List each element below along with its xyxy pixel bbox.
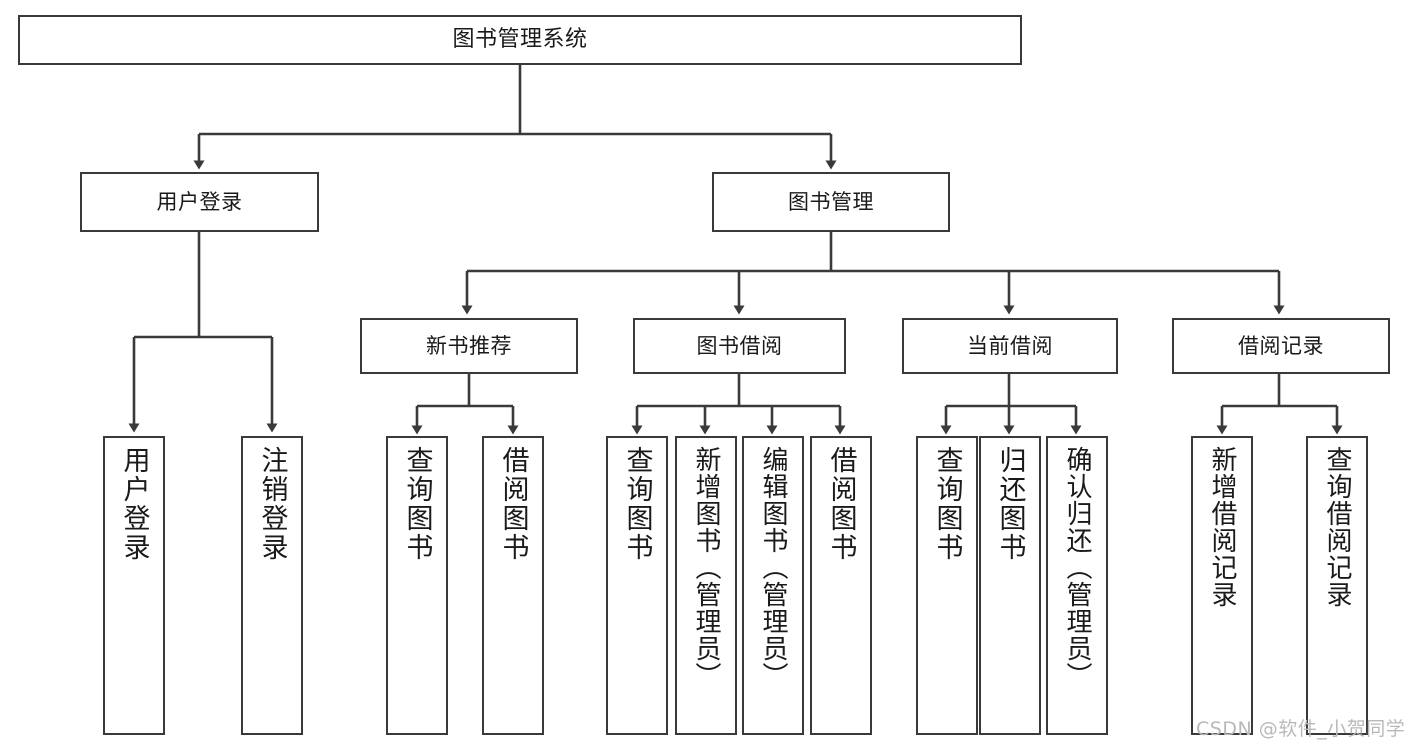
- leaf-book-borrow-add[interactable]: 新增图书（管理员）: [675, 436, 737, 735]
- node-label: 查询图书: [621, 446, 653, 562]
- node-label: 编辑图书（管理员）: [758, 446, 788, 689]
- node-label: 图书借阅: [696, 333, 783, 358]
- node-label: 确认归还（管理员）: [1062, 446, 1092, 689]
- node-label: 用户登录: [156, 189, 243, 214]
- leaf-new-book-query[interactable]: 查询图书: [386, 436, 448, 735]
- leaf-book-borrow-edit[interactable]: 编辑图书（管理员）: [742, 436, 804, 735]
- node-label: 查询图书: [401, 446, 433, 562]
- leaf-user-login-signout[interactable]: 注销登录: [241, 436, 303, 735]
- leaf-book-borrow-query[interactable]: 查询图书: [606, 436, 668, 735]
- node-label: 新增借阅记录: [1207, 446, 1237, 608]
- leaf-new-book-borrow[interactable]: 借阅图书: [482, 436, 544, 735]
- node-label: 借阅图书: [825, 446, 857, 562]
- node-label: 查询图书: [931, 446, 963, 562]
- node-label: 图书管理系统: [452, 27, 588, 53]
- node-borrow-record[interactable]: 借阅记录: [1172, 318, 1390, 374]
- node-label: 归还图书: [994, 446, 1026, 562]
- leaf-borrow-record-query[interactable]: 查询借阅记录: [1306, 436, 1368, 735]
- node-current-borrow[interactable]: 当前借阅: [902, 318, 1118, 374]
- node-book-borrow[interactable]: 图书借阅: [633, 318, 846, 374]
- leaf-user-login-signin[interactable]: 用户登录: [103, 436, 165, 735]
- node-book-management[interactable]: 图书管理: [712, 172, 950, 232]
- node-label: 新增图书（管理员）: [691, 446, 721, 689]
- node-root-system[interactable]: 图书管理系统: [18, 15, 1022, 65]
- node-label: 借阅记录: [1238, 333, 1324, 358]
- leaf-borrow-record-add[interactable]: 新增借阅记录: [1191, 436, 1253, 735]
- node-label: 当前借阅: [967, 333, 1053, 358]
- csdn-watermark: CSDN @软件_小贺同学: [1196, 718, 1405, 740]
- node-label: 借阅图书: [497, 446, 529, 562]
- node-label: 图书管理: [788, 189, 874, 214]
- node-label: 用户登录: [118, 446, 150, 562]
- node-new-book-recommend[interactable]: 新书推荐: [360, 318, 578, 374]
- leaf-current-borrow-confirm[interactable]: 确认归还（管理员）: [1046, 436, 1108, 735]
- leaf-current-borrow-query[interactable]: 查询图书: [916, 436, 978, 735]
- node-label: 新书推荐: [426, 333, 512, 358]
- node-label: 注销登录: [256, 446, 288, 562]
- node-user-login[interactable]: 用户登录: [80, 172, 319, 232]
- node-label: 查询借阅记录: [1322, 446, 1352, 608]
- leaf-current-borrow-return[interactable]: 归还图书: [979, 436, 1041, 735]
- leaf-book-borrow-lend[interactable]: 借阅图书: [810, 436, 872, 735]
